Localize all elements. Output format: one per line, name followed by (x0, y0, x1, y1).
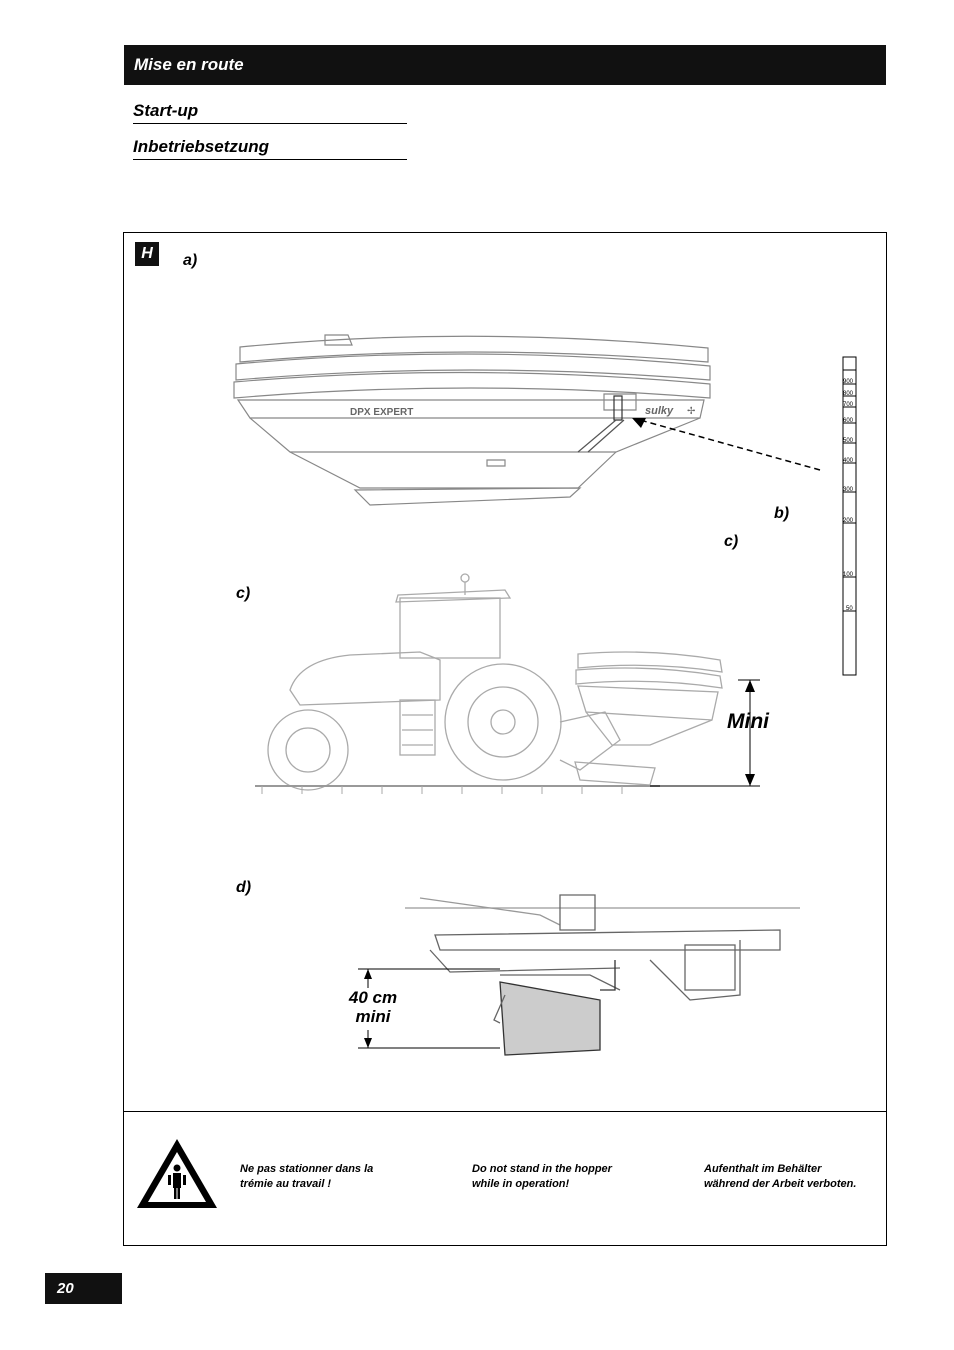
scale-tick-50: 50 (846, 606, 853, 612)
scale-tick-200: 200 (843, 518, 854, 524)
sulky-logo-icon: ✢ (687, 406, 695, 417)
arrow-up-icon (745, 680, 755, 692)
label-c: c) (236, 585, 251, 602)
label-c-top: c) (724, 533, 739, 550)
scale-tick-600: 600 (843, 418, 854, 424)
scale-tick-400: 400 (843, 458, 854, 464)
warning-en-line1: Do not stand in the hopper (472, 1163, 612, 1175)
height-label-line2: mini (355, 1007, 391, 1026)
label-b: b) (774, 505, 790, 522)
warning-text-en: Do not stand in the hopper while in oper… (472, 1162, 672, 1192)
warning-fr-line2: trémie au travail ! (240, 1178, 332, 1190)
arrow-down-icon (745, 774, 755, 786)
section-letter-badge: H (135, 242, 159, 266)
scale-tick-100: 100 (843, 572, 854, 578)
section-title: Mise en route (134, 55, 244, 74)
hopper-logo-text: sulky (645, 405, 674, 417)
subtitle-de: Inbetriebsetzung (133, 137, 407, 160)
scale-tick-700: 700 (843, 402, 854, 408)
warning-de-line2: während der Arbeit verboten. (704, 1178, 857, 1190)
subtitle-en: Start-up (133, 101, 407, 124)
tractor-illustration (267, 573, 723, 791)
section-header: Mise en route (124, 45, 886, 85)
mini-label: Mini (727, 710, 769, 733)
level-scale (842, 356, 857, 676)
warning-triangle-person-icon (137, 1139, 217, 1208)
hopper-brand-text: DPX EXPERT (350, 407, 413, 418)
scale-tick-800: 800 (843, 391, 854, 397)
warning-en-line2: while in operation! (472, 1178, 570, 1190)
warning-fr-line1: Ne pas stationner dans la (240, 1163, 374, 1175)
hopper-illustration (233, 334, 711, 506)
container-illustration (405, 894, 800, 1056)
height-label: 40 cm mini (338, 988, 408, 1026)
arrow-head-icon (632, 418, 646, 428)
dashed-arrow-line (639, 419, 821, 471)
warning-text-fr: Ne pas stationner dans la trémie au trav… (240, 1162, 440, 1192)
figure-divider (123, 1111, 887, 1112)
dim-arrow-down-icon (364, 1038, 372, 1048)
height-label-line1: 40 cm (348, 988, 398, 1007)
scale-tick-500: 500 (843, 438, 854, 444)
label-d: d) (236, 879, 252, 896)
warning-de-line1: Aufenthalt im Behälter (704, 1163, 822, 1175)
dim-arrow-up-icon (364, 969, 372, 979)
page-number: 20 (45, 1273, 122, 1304)
label-a: a) (183, 252, 198, 269)
scale-tick-900: 900 (843, 379, 854, 385)
warning-text-de: Aufenthalt im Behälter während der Arbei… (704, 1162, 904, 1192)
figure-frame (123, 232, 887, 1246)
scale-tick-300: 300 (843, 487, 854, 493)
